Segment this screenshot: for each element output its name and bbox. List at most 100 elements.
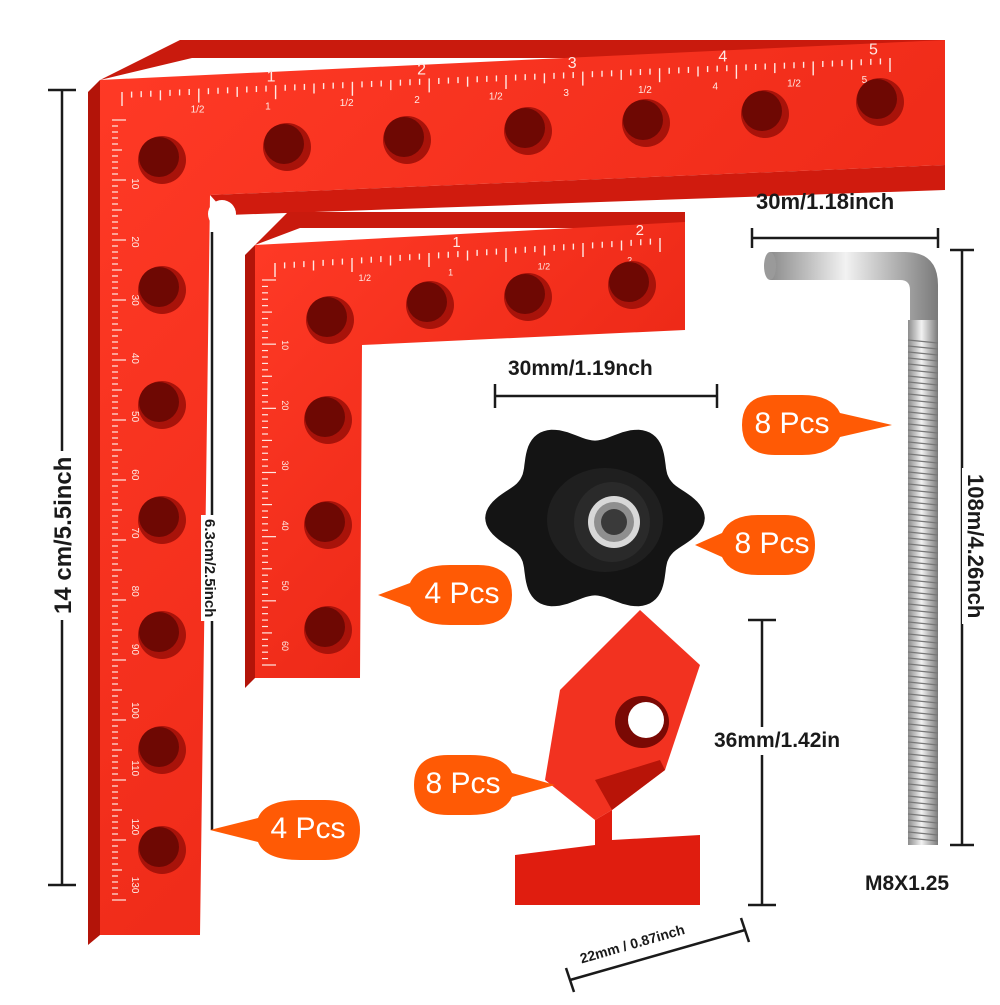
thread-line [907, 645, 939, 650]
bolt-hole-inner [857, 79, 897, 119]
ruler-label: 1/2 [191, 105, 205, 116]
ruler-top-label: 4 [718, 48, 727, 65]
ruler-label: 80 [129, 586, 140, 598]
thread-line [907, 393, 939, 398]
thread-line [907, 759, 939, 764]
large-square-dimension: 14 cm/5.5inch [50, 450, 78, 620]
thread-line [907, 465, 939, 470]
thread-line [907, 453, 939, 458]
thread-line [907, 513, 939, 518]
bolt-hole-inner [305, 607, 345, 647]
star-knob-icon [485, 429, 705, 607]
thread-line [907, 717, 939, 722]
ruler-top-label: 2 [417, 62, 426, 79]
bolt-height-dimension: 108m/4.26nch [962, 468, 988, 625]
thread-line [907, 417, 939, 422]
ruler-label: 20 [280, 400, 290, 410]
bubble-large-square [210, 800, 360, 860]
bolt-hole-inner [139, 827, 179, 867]
bolt-hole-inner [264, 124, 304, 164]
thread-line [907, 501, 939, 506]
thread-line [907, 735, 939, 740]
ruler-top-label: 2 [636, 222, 644, 239]
ruler-label: 1/2 [340, 98, 354, 109]
thread-line [907, 711, 939, 716]
thread-line [907, 825, 939, 830]
thread-line [907, 363, 939, 368]
ruler-label: 60 [129, 469, 140, 481]
bubble-bolt [742, 395, 892, 455]
thread-line [907, 597, 939, 602]
bolt-hole-inner [139, 137, 179, 177]
thread-line [907, 651, 939, 656]
thread-line [907, 573, 939, 578]
ruler-label: 2 [414, 95, 420, 106]
thread-line [907, 495, 939, 500]
thread-line [907, 603, 939, 608]
thread-line [907, 615, 939, 620]
thread-line [907, 489, 939, 494]
thread-line [907, 627, 939, 632]
ruler-label: 1/2 [538, 262, 551, 272]
bolt-hole-inner [384, 117, 424, 157]
ruler-label: 110 [129, 760, 140, 776]
thread-line [907, 693, 939, 698]
ruler-top-label: 1 [452, 234, 460, 251]
bolt-thread [907, 339, 939, 842]
clamp-height-dimension: 36mm/1.42in [712, 727, 843, 755]
thread-line [907, 357, 939, 362]
thread-line [907, 555, 939, 560]
thread-line [907, 483, 939, 488]
thread-line [907, 375, 939, 380]
thread-line [907, 801, 939, 806]
thread-line [907, 639, 939, 644]
bubble-small-square [378, 565, 512, 625]
thread-line [907, 531, 939, 536]
ruler-label: 1 [448, 267, 453, 277]
thread-line [907, 819, 939, 824]
thread-line [907, 729, 939, 734]
knob-dimension: 30mm/1.19nch [508, 357, 653, 380]
thread-line [907, 795, 939, 800]
thread-line [907, 345, 939, 350]
thread-line [907, 837, 939, 842]
ruler-label: 5 [862, 75, 868, 86]
large-holes [138, 78, 904, 874]
thread-line [907, 783, 939, 788]
ruler-label: 1 [265, 101, 271, 112]
thread-line [907, 741, 939, 746]
thread-line [907, 747, 939, 752]
thread-line [907, 621, 939, 626]
bolt-width-dimension: 30m/1.18inch [756, 189, 895, 214]
thread-line [907, 789, 939, 794]
ruler-label: 30 [280, 460, 290, 470]
clamp-block [515, 610, 700, 905]
thread-line [907, 765, 939, 770]
ruler-label: 50 [129, 411, 140, 423]
corner-relief [208, 200, 236, 228]
thread-line [907, 471, 939, 476]
thread-line [907, 405, 939, 410]
bolt-hole-inner [139, 727, 179, 767]
thread-line [907, 831, 939, 836]
bolt-hole-inner [609, 262, 649, 302]
thread-line [907, 423, 939, 428]
bolt-hole-inner [305, 397, 345, 437]
quantity-bubbles [210, 395, 892, 860]
thread-line [907, 435, 939, 440]
ruler-label: 1/2 [638, 85, 652, 96]
thread-line [907, 525, 939, 530]
thread-line [907, 633, 939, 638]
ruler-label: 40 [129, 353, 140, 365]
thread-line [907, 537, 939, 542]
l-bolt [764, 252, 939, 845]
small-square-dimension: 6.3cm/2.5inch [201, 515, 218, 622]
bolt-hole-inner [742, 91, 782, 131]
bolt-thread-spec: M8X1.25 [865, 872, 950, 895]
thread-line [907, 477, 939, 482]
thread-line [907, 399, 939, 404]
thread-line [907, 657, 939, 662]
bolt-hole-inner [139, 382, 179, 422]
